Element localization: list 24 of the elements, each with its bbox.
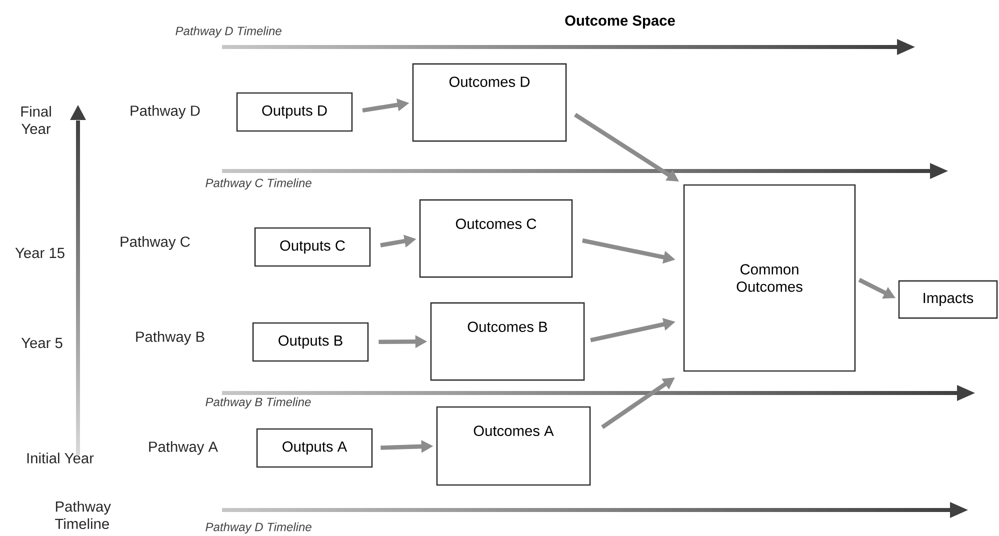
row-label: Pathway A bbox=[149, 441, 218, 455]
row-label: Final Year bbox=[21, 106, 51, 134]
timeline-label: Pathway D Timeline bbox=[176, 26, 282, 38]
box: Common Outcomes bbox=[683, 184, 856, 372]
timeline-label: Pathway C Timeline bbox=[206, 178, 312, 190]
timeline-label: Pathway B Timeline bbox=[206, 397, 311, 409]
timeline-label: Pathway D Timeline bbox=[206, 522, 312, 534]
box: Impacts bbox=[898, 280, 998, 319]
box: Outputs C bbox=[254, 227, 371, 267]
box: Outcomes A bbox=[436, 406, 591, 486]
row-label: Initial Year bbox=[27, 452, 94, 464]
row-label: Year 5 bbox=[21, 338, 62, 348]
box: Outputs D bbox=[236, 92, 353, 132]
box: Outputs A bbox=[256, 428, 373, 468]
box: Outputs B bbox=[252, 322, 369, 362]
row-label: Pathway Timeline bbox=[55, 500, 111, 530]
heading: Outcome Space bbox=[565, 15, 675, 29]
box: Outcomes D bbox=[412, 63, 567, 142]
box: Outcomes B bbox=[430, 302, 585, 381]
row-label: Pathway D bbox=[130, 105, 200, 119]
row-label: Pathway C bbox=[120, 236, 190, 250]
row-label: Year 15 bbox=[15, 248, 64, 258]
row-label: Pathway B bbox=[136, 331, 204, 345]
box: Outcomes C bbox=[419, 199, 573, 278]
